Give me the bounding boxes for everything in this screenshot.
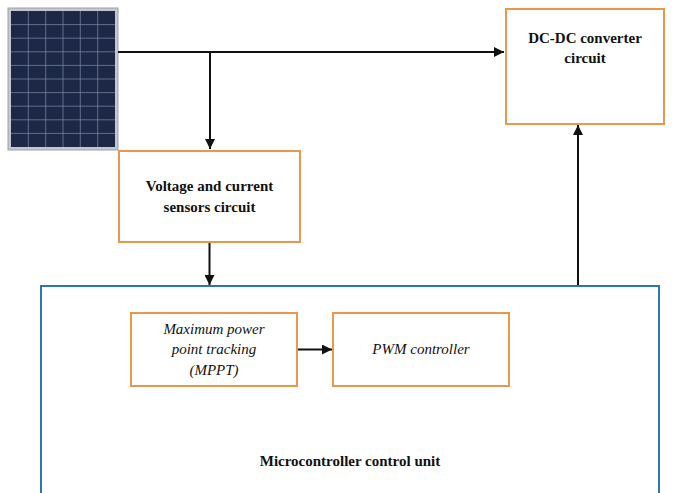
panel-wire: [209, 52, 211, 149]
converter-box: DC-DC converter circuit: [505, 8, 665, 125]
solar-panel: [8, 8, 118, 150]
signal-arrow: [577, 125, 579, 285]
signal-arrow: [209, 243, 211, 285]
node-label: Microcontroller control unit: [260, 451, 441, 471]
mppt-box: Maximum power point tracking (MPPT): [130, 312, 298, 387]
controller-unit: Maximum power point tracking (MPPT) PWM c…: [40, 285, 660, 493]
node-label: Voltage and current sensors circuit: [128, 176, 291, 217]
node-label: Maximum power point tracking (MPPT): [150, 319, 278, 380]
node-label: DC-DC converter circuit: [519, 28, 651, 69]
panel-wire: [118, 51, 504, 53]
signal-arrow: [298, 349, 332, 351]
sensor-box: Voltage and current sensors circuit: [118, 150, 301, 243]
node-label: PWM controller: [372, 339, 469, 359]
pwm-box: PWM controller: [332, 312, 510, 387]
